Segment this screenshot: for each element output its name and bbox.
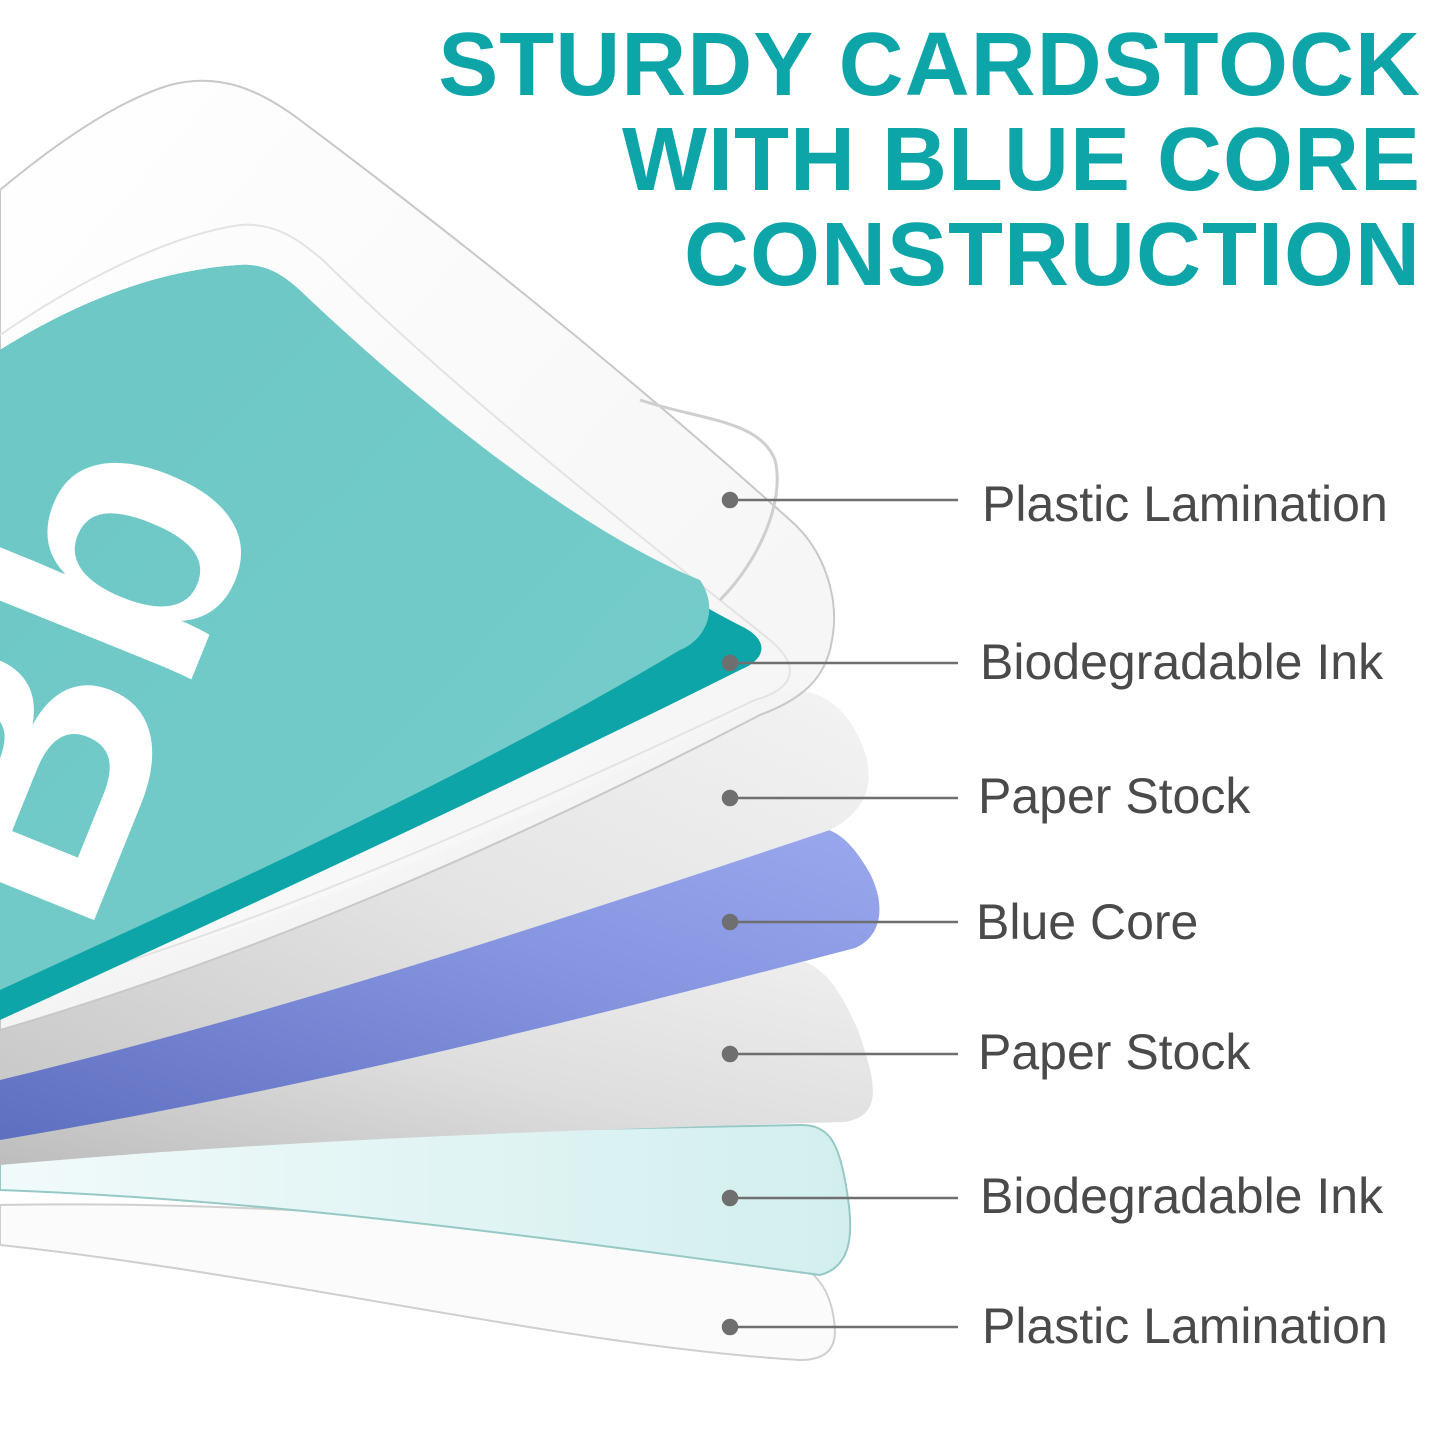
layer-paper-stock-top bbox=[0, 690, 869, 1080]
leader-dot-6 bbox=[721, 1189, 739, 1207]
leader-dot-7 bbox=[721, 1318, 739, 1336]
leader-dot-2 bbox=[721, 654, 739, 672]
label-paper-stock-bottom: Paper Stock bbox=[978, 1024, 1251, 1080]
leader-dot-1 bbox=[721, 491, 739, 509]
headline-line-3: CONSTRUCTION bbox=[684, 205, 1421, 305]
headline-line-1: STURDY CARDSTOCK bbox=[438, 15, 1421, 115]
leader-lines bbox=[721, 491, 958, 1336]
lamination-edge bbox=[639, 398, 779, 602]
leader-dot-4 bbox=[721, 913, 739, 931]
card-inner-border bbox=[0, 223, 791, 1001]
label-plastic-lamination-top: Plastic Lamination bbox=[982, 476, 1388, 532]
layer-blue-core bbox=[0, 826, 880, 1140]
label-paper-stock-top: Paper Stock bbox=[978, 768, 1251, 824]
layer-paper-stock-bottom bbox=[0, 958, 873, 1165]
label-biodegradable-ink-bottom: Biodegradable Ink bbox=[980, 1168, 1384, 1224]
label-biodegradable-ink-top: Biodegradable Ink bbox=[980, 634, 1384, 690]
leader-dot-3 bbox=[721, 789, 739, 807]
lamination-tint bbox=[0, 264, 710, 990]
headline: STURDY CARDSTOCK WITH BLUE CORE CONSTRUC… bbox=[321, 18, 1421, 303]
headline-line-2: WITH BLUE CORE bbox=[622, 110, 1421, 210]
label-blue-core: Blue Core bbox=[976, 894, 1199, 950]
leader-dot-5 bbox=[721, 1045, 739, 1063]
label-plastic-lamination-bottom: Plastic Lamination bbox=[982, 1298, 1388, 1354]
